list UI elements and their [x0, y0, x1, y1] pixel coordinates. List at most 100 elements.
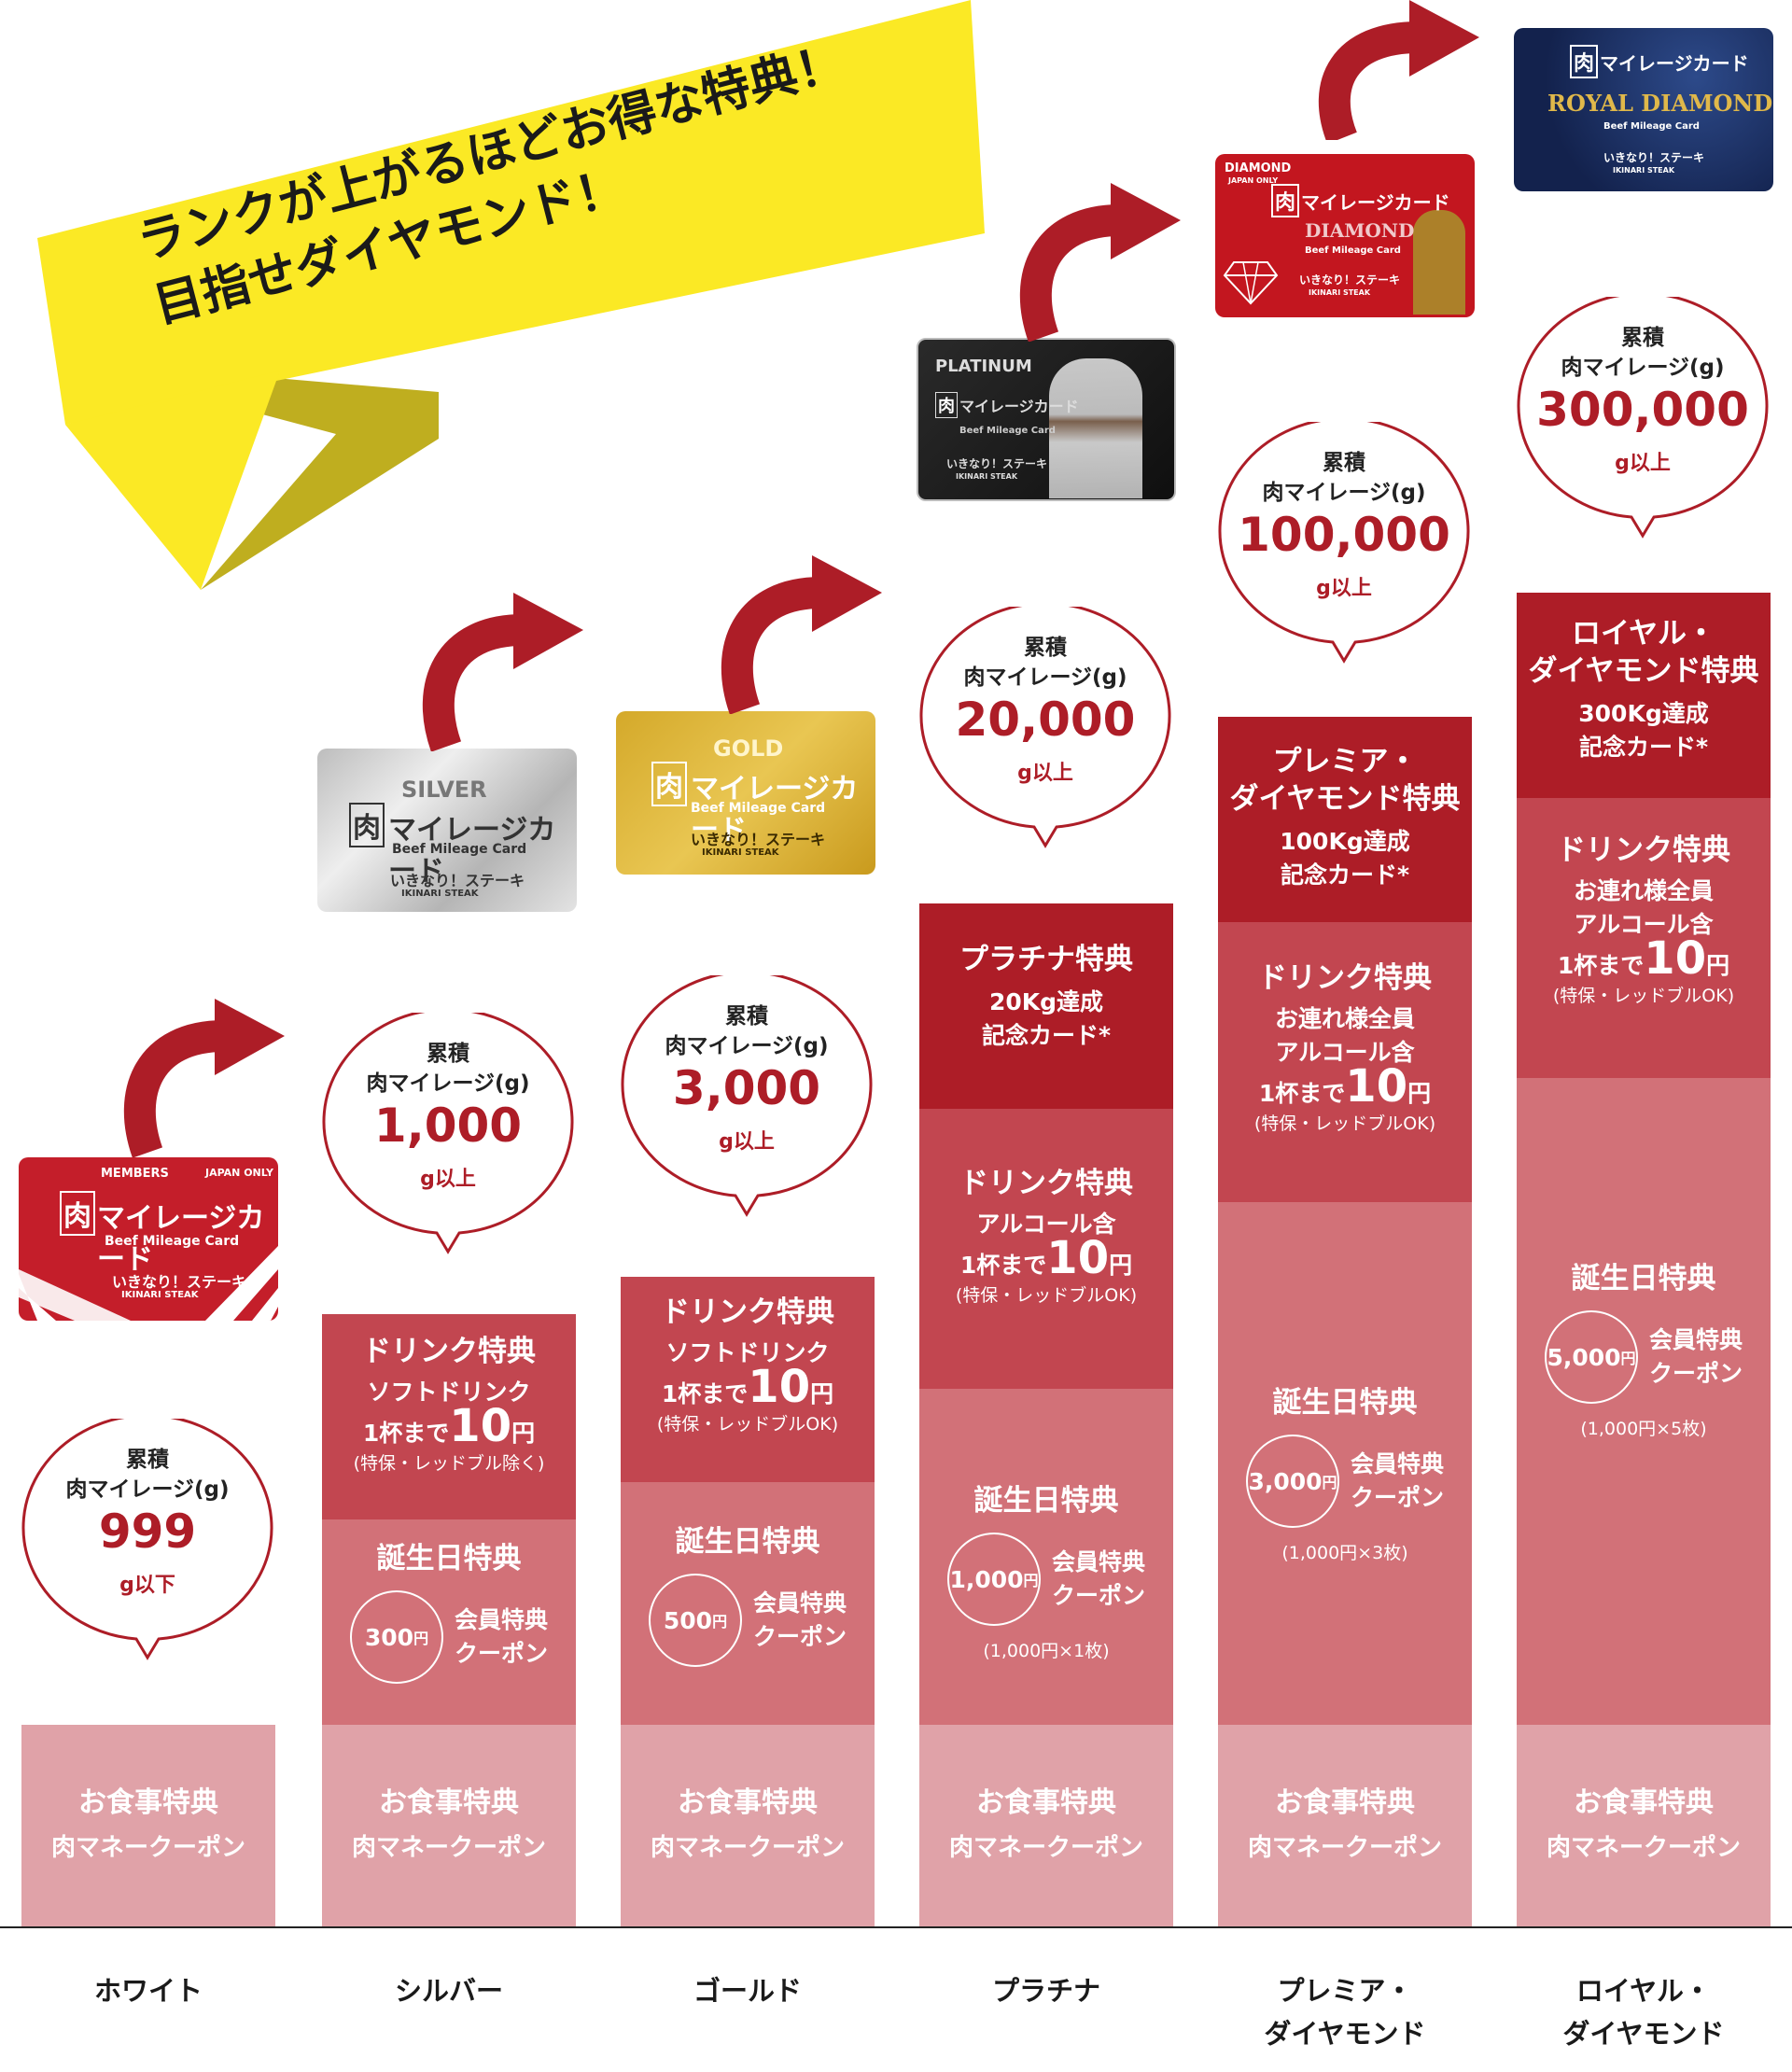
white-card-title: マイレージカード [97, 1202, 265, 1276]
birthday-title: 誕生日特典 [1272, 1386, 1418, 1420]
tier-label-platinum: プラチナ [991, 1975, 1100, 2007]
platinum-card-brand: いきなり！ステーキ [946, 457, 1048, 470]
meal-title: お食事特典 [1574, 1786, 1714, 1819]
platinum-card-logo: 肉 [935, 392, 958, 418]
royal-diamond-card: 肉 マイレージカード ROYAL DIAMOND Beef Mileage Ca… [1514, 28, 1773, 191]
gold-card-top: GOLD [713, 735, 784, 762]
meal-title: お食事特典 [379, 1786, 519, 1819]
drink-benefit: ドリンク特典 ソフトドリンク 1杯まで10円 (特保・レッドブル除く) [322, 1314, 576, 1519]
arrow-icon [123, 999, 285, 1157]
meal-title: お食事特典 [78, 1786, 218, 1819]
white-card-logo: 肉 [60, 1191, 95, 1236]
special-line-2: 記念カード* [1578, 734, 1709, 761]
bubble-unit: g以下 [119, 1574, 175, 1597]
premier-diamond-benefit: プレミア・ ダイヤモンド特典 100Kg達成 記念カード* [1218, 717, 1472, 922]
birthday-title: 誕生日特典 [376, 1542, 522, 1575]
white-card: MEMBERS JAPAN ONLY 肉 マイレージカード Beef Milea… [19, 1157, 278, 1321]
meal-sub: 肉マネークーポン [1546, 1834, 1741, 1862]
gold-card-logo: 肉 [651, 762, 687, 806]
drink-benefit: ドリンク特典 アルコール含 1杯まで10円 (特保・レッドブルOK) [919, 1109, 1173, 1389]
drink-line-1b: アルコール含 [1574, 911, 1714, 938]
platinum-benefit: プラチナ特典 20Kg達成 記念カード* [919, 903, 1173, 1109]
meal-sub: 肉マネークーポン [650, 1834, 845, 1862]
drink-note: (特保・レッドブルOK) [656, 1414, 839, 1435]
birthday-title: 誕生日特典 [675, 1525, 820, 1559]
meal-sub: 肉マネークーポン [351, 1834, 546, 1862]
bubble-label-1: 累積 [1323, 451, 1365, 475]
gold-card-sub: Beef Mileage Card [691, 801, 826, 816]
meal-sub: 肉マネークーポン [50, 1834, 245, 1862]
drink-note: (特保・レッドブルOK) [1253, 1113, 1436, 1134]
platinum-card-top: PLATINUM [935, 357, 1032, 376]
drink-note: (特保・レッドブルOK) [955, 1285, 1138, 1306]
bubble-label-2: 肉マイレージ(g) [1561, 356, 1725, 380]
coupon-label: 会員特典クーポン [1051, 1548, 1145, 1609]
bubble-label-1: 累積 [126, 1448, 169, 1472]
diamond-card-brand: いきなり！ステーキ [1299, 273, 1401, 287]
special-line-1: 300Kg達成 [1578, 700, 1709, 727]
tier-label-premier-diamond: プレミア・ダイヤモンド [1264, 1975, 1426, 2050]
drink-benefit: ドリンク特典 お連れ様全員 アルコール含 1杯まで10円 (特保・レッドブルOK… [1218, 922, 1472, 1202]
diamond-card-sub: Beef Mileage Card [1305, 245, 1401, 256]
tier-label-gold: ゴールド [693, 1975, 802, 2007]
drink-note: (特保・レッドブル除く) [353, 1453, 545, 1474]
special-line-2: 記念カード* [981, 1022, 1112, 1049]
threshold-bubble: 累積 肉マイレージ(g) 1,000 g以上 [322, 1013, 574, 1274]
bubble-value: 999 [98, 1505, 197, 1559]
arrow-icon [1019, 183, 1181, 342]
drink-line-1b: アルコール含 [1275, 1039, 1415, 1066]
coupon-note: (1,000円×1枚) [983, 1641, 1110, 1661]
meal-sub: 肉マネークーポン [1247, 1834, 1442, 1862]
tier-label-royal-diamond: ロイヤル・ダイヤモンド [1562, 1975, 1725, 2050]
meal-title: お食事特典 [1275, 1786, 1415, 1819]
threshold-bubble: 累積 肉マイレージ(g) 20,000 g以上 [919, 607, 1171, 868]
chef-photo [1049, 358, 1142, 498]
royal-diamond-benefit: ロイヤル・ ダイヤモンド特典 300Kg達成 記念カード* [1517, 593, 1771, 798]
drink-title: ドリンク特典 [362, 1335, 536, 1368]
silver-card: SILVER 肉 マイレージカード Beef Mileage Card いきなり… [317, 749, 577, 912]
drink-benefit: ドリンク特典 お連れ様全員 アルコール含 1杯まで10円 (特保・レッドブルOK… [1517, 798, 1771, 1078]
coupon-note: (1,000円×5枚) [1580, 1419, 1707, 1439]
special-title-1: ロイヤル・ [1571, 617, 1716, 651]
royal-card-title: マイレージカード [1600, 52, 1749, 75]
bubble-value: 3,000 [672, 1061, 821, 1115]
diamond-card: DIAMOND JAPAN ONLY 肉 マイレージカード DIAMOND Be… [1215, 154, 1475, 317]
bubble-unit: g以上 [719, 1130, 775, 1154]
threshold-bubble: 累積 肉マイレージ(g) 999 g以下 [21, 1419, 273, 1680]
meal-benefit: お食事特典 肉マネークーポン [1517, 1725, 1771, 1926]
arrow-icon [1318, 0, 1479, 140]
special-line-1: 20Kg達成 [988, 988, 1104, 1015]
royal-card-sub: Beef Mileage Card [1603, 121, 1700, 132]
diamond-card-title: マイレージカード [1301, 191, 1450, 214]
drink-line-2: 1杯まで10円 [1258, 1060, 1432, 1113]
drink-title: ドリンク特典 [1557, 833, 1730, 867]
threshold-bubble: 累積 肉マイレージ(g) 100,000 g以上 [1218, 422, 1470, 683]
platinum-card: PLATINUM 肉 マイレージカード Beef Mileage Card いき… [917, 338, 1176, 501]
special-title-1: プレミア・ [1272, 745, 1418, 778]
arrow-icon [422, 593, 583, 751]
silver-card-sub: Beef Mileage Card [392, 842, 527, 857]
bubble-value: 1,000 [373, 1099, 523, 1153]
threshold-bubble: 累積 肉マイレージ(g) 3,000 g以上 [621, 975, 873, 1237]
meal-title: お食事特典 [976, 1786, 1116, 1819]
drink-line-1: ソフトドリンク [367, 1379, 531, 1406]
diamond-gem-icon [1223, 261, 1279, 305]
bubble-unit: g以上 [1017, 762, 1073, 785]
drink-line-1: ソフトドリンク [665, 1339, 830, 1366]
silver-card-logo: 肉 [349, 803, 385, 847]
coupon-label: 会員特典クーポン [1648, 1326, 1743, 1387]
drink-line-1: お連れ様全員 [1573, 877, 1714, 904]
meal-benefit: お食事特典 肉マネークーポン [322, 1725, 576, 1926]
bubble-label-2: 肉マイレージ(g) [366, 1071, 530, 1096]
bubble-label-2: 肉マイレージ(g) [665, 1034, 829, 1058]
bubble-value: 20,000 [955, 693, 1136, 747]
white-card-top: MEMBERS [101, 1167, 169, 1181]
tier-label-white: ホワイト [93, 1975, 203, 2007]
bubble-value: 300,000 [1536, 383, 1749, 437]
